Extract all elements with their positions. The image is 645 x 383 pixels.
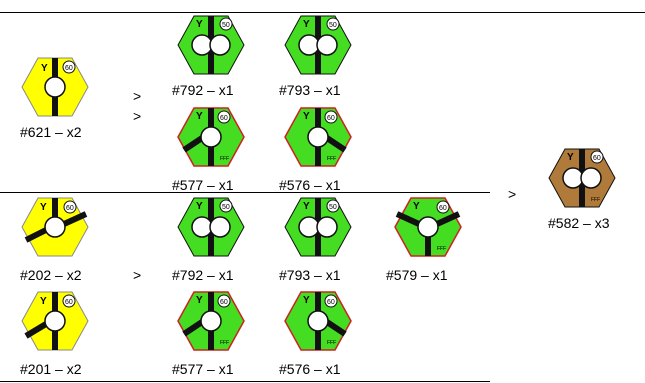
tile-792b-speed: 50 [222,204,230,211]
tile-576-green-bottom: Y 60 FFF [284,290,352,352]
tile-202-graphic: Y 60 [21,197,89,257]
tile-582-brown: Y 60 FFF [548,147,616,209]
tile-792-y-mark: Y [196,19,203,30]
tile-577-label-bottom: #577 – x1 [172,361,234,377]
tile-576-code: FFF [327,156,336,162]
tile-793b-graphic: Y 50 [284,197,352,257]
tile-793b-y-mark: Y [303,201,310,212]
tile-576-y-mark: Y [303,111,310,122]
tile-201-yellow: Y 60 [21,290,89,352]
tile-202-yellow: Y 60 [21,196,89,258]
tile-577-code: FFF [220,156,229,162]
tile-621-y-mark: Y [41,63,48,74]
tile-576-label-top: #576 – x1 [279,177,341,193]
tile-579-green: Y 60 FFF [394,196,462,258]
gt-op-final: > [508,186,517,202]
tile-576b-graphic: Y 60 FFF [284,291,352,351]
tile-793-green-top: Y 50 [284,14,352,76]
tile-792-green-top: Y 50 [177,14,245,76]
tile-576-label-bottom: #576 – x1 [279,361,341,377]
tile-577b-code: FFF [220,340,229,346]
tile-577-speed: 60 [220,115,228,122]
tile-579-y-mark: Y [413,201,420,212]
tile-621-speed: 60 [65,65,73,72]
tile-582-y-mark: Y [567,152,574,163]
tile-793-green-bottom: Y 50 [284,196,352,258]
tile-621-label: #621 – x2 [20,124,82,140]
tile-579-code: FFF [437,246,446,252]
tile-577b-y-mark: Y [196,295,203,306]
tile-576-speed: 60 [327,115,335,122]
tile-577b-graphic: Y 60 FFF [177,291,245,351]
tile-793-y-mark: Y [303,19,310,30]
tile-201-graphic: Y 60 [21,291,89,351]
tile-792b-graphic: Y 50 [177,197,245,257]
bottom-rule [0,381,490,382]
tile-577-y-mark: Y [196,111,203,122]
gt-op-top-1: > [133,88,142,104]
tile-202-y-mark: Y [40,202,47,213]
tile-582-label: #582 – x3 [548,215,610,231]
tile-202-speed: 60 [66,205,74,212]
tile-792-speed: 50 [222,22,230,29]
tile-201-y-mark: Y [40,296,47,307]
tile-793-speed: 50 [329,22,337,29]
tile-202-label: #202 – x2 [20,267,82,283]
gt-op-top-2: > [133,108,142,124]
tile-577-graphic: Y 60 FFF [177,107,245,167]
tile-579-speed: 60 [439,205,447,212]
tile-576b-speed: 60 [327,299,335,306]
tile-577b-speed: 60 [220,299,228,306]
tile-579-label: #579 – x1 [386,267,448,283]
tile-576-green-top: Y 60 FFF [284,106,352,168]
gt-op-bottom: > [133,267,142,283]
tile-201-speed: 60 [65,299,73,306]
tile-792-green-bottom: Y 50 [177,196,245,258]
tile-582-graphic: Y 60 FFF [548,148,616,208]
tile-582-code: FFF [591,197,600,203]
middle-rule [0,192,490,193]
tile-793-label-top: #793 – x1 [279,82,341,98]
tile-579-graphic: Y 60 FFF [394,197,462,257]
top-rule [0,12,645,13]
tile-577-green-bottom: Y 60 FFF [177,290,245,352]
tile-577-green-top: Y 60 FFF [177,106,245,168]
tile-793-graphic: Y 50 [284,15,352,75]
tile-621-yellow: Y 60 [21,56,89,118]
tile-792-label-top: #792 – x1 [172,82,234,98]
tile-792-graphic: Y 50 [177,15,245,75]
tile-793b-speed: 50 [329,204,337,211]
tile-621-graphic: Y 60 [21,57,89,117]
tile-576b-code: FFF [327,340,336,346]
tile-576-graphic: Y 60 FFF [284,107,352,167]
tile-201-label: #201 – x2 [20,361,82,377]
tile-793-label-bottom: #793 – x1 [279,267,341,283]
tile-576b-y-mark: Y [303,295,310,306]
tile-582-speed: 60 [593,155,601,162]
tile-792b-y-mark: Y [196,201,203,212]
tile-792-label-bottom: #792 – x1 [172,267,234,283]
tile-577-label-top: #577 – x1 [172,177,234,193]
